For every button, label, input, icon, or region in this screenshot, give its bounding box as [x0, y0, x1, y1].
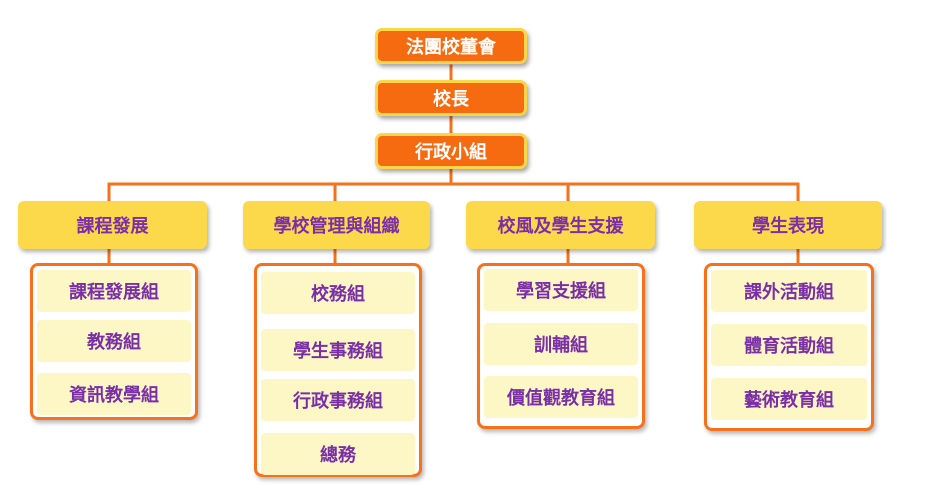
category-curriculum: 課程發展 — [18, 201, 207, 249]
unit-it-in-education: 資訊教學組 — [37, 373, 191, 415]
panel-curriculum: 課程發展組 教務組 資訊教學組 — [30, 263, 198, 420]
unit-physical-activities: 體育活動組 — [711, 324, 867, 366]
unit-arts-education: 藝術教育組 — [711, 378, 867, 420]
unit-discipline-guidance: 訓輔組 — [484, 323, 638, 365]
unit-extracurricular-activities: 課外活動組 — [711, 270, 867, 312]
panel-ethos-support: 學習支援組 訓輔組 價值觀教育組 — [477, 263, 645, 429]
unit-curriculum-development: 課程發展組 — [37, 270, 191, 312]
principal-box: 校長 — [375, 80, 527, 116]
unit-school-affairs: 校務組 — [261, 272, 415, 314]
unit-values-education: 價值觀教育組 — [484, 376, 638, 418]
unit-student-affairs: 學生事務組 — [261, 329, 415, 371]
unit-academic-affairs: 教務組 — [37, 320, 191, 362]
panel-school-management: 校務組 學生事務組 行政事務組 總務 — [254, 263, 422, 477]
category-ethos-support: 校風及學生支援 — [466, 201, 655, 249]
panel-student-performance: 課外活動組 體育活動組 藝術教育組 — [704, 263, 874, 431]
unit-administrative-affairs: 行政事務組 — [261, 379, 415, 421]
school-board-box: 法團校董會 — [375, 28, 527, 64]
admin-team-box: 行政小組 — [375, 133, 527, 169]
category-school-management: 學校管理與組織 — [243, 201, 430, 249]
unit-general-affairs: 總務 — [261, 433, 415, 475]
unit-learning-support: 學習支援組 — [484, 269, 638, 311]
category-student-performance: 學生表現 — [694, 201, 882, 249]
